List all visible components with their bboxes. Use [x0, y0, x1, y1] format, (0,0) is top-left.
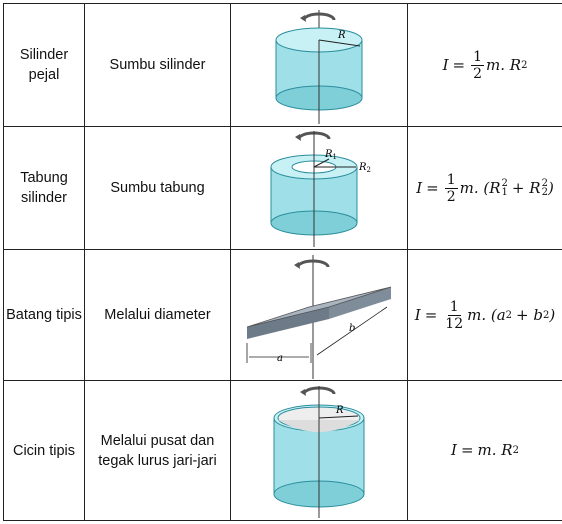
axis-description: Sumbu tabung [110, 180, 205, 196]
formula-eq: = [424, 306, 438, 324]
formula-term: + R [511, 179, 541, 197]
formula-eq: = [452, 56, 466, 74]
outer-radius-label: R2 [358, 162, 371, 174]
formula-eq: = [426, 179, 439, 197]
thin-slab-icon: a b [246, 255, 392, 379]
formula-lhs: I [414, 306, 421, 324]
fraction-denominator: 12 [445, 315, 464, 332]
radius-label: R [337, 30, 346, 41]
formula-term: m. (R [459, 179, 501, 197]
length-label: b [349, 323, 355, 334]
object-name-cell: Cicin tipis [3, 380, 85, 521]
table-row: Batang tipis Melalui diameter a b [3, 249, 562, 381]
axis-cell: Sumbu silinder [84, 3, 231, 127]
axis-description: Melalui pusat dan tegak lurus jari-jari [98, 432, 217, 469]
formula-term: m. R [486, 56, 522, 74]
object-name: Tabung silinder [20, 170, 68, 206]
thin-ring-icon: R [273, 385, 365, 518]
figure-cell: a b [230, 249, 408, 381]
fraction-denominator: 2 [446, 188, 456, 205]
formula-close: ) [549, 306, 556, 324]
object-name: Batang tipis [6, 307, 82, 323]
formula-eq: = [460, 441, 474, 459]
object-name-cell: Tabung silinder [3, 126, 85, 250]
inner-radius-label: R1 [324, 149, 337, 161]
radius-label: R [335, 405, 344, 416]
formula-exponent: 2 [543, 309, 550, 321]
formula-term: + b [516, 306, 543, 324]
figure-cell: R [230, 3, 408, 127]
object-name-cell: Batang tipis [3, 249, 85, 381]
formula-exponent: 2 [521, 59, 528, 71]
formula-exponent: 2 [512, 444, 519, 456]
solid-cylinder-icon: R [275, 10, 363, 124]
axis-cell: Melalui pusat dan tegak lurus jari-jari [84, 380, 231, 521]
formula-lhs: I [416, 179, 423, 197]
width-label: a [277, 353, 283, 364]
axis-description: Melalui diameter [104, 307, 211, 323]
axis-cell: Melalui diameter [84, 249, 231, 381]
formula-close: ) [547, 179, 554, 197]
formula-lhs: I [442, 56, 449, 74]
fraction-denominator: 2 [473, 65, 482, 82]
fraction-numerator: 1 [471, 48, 484, 66]
hollow-cylinder-icon: R1 R2 [270, 131, 371, 247]
table-row: Tabung silinder Sumbu tabung R1 R2 I = [3, 126, 562, 250]
formula-term: m. R [477, 441, 513, 459]
table-row: Cicin tipis Melalui pusat dan tegak luru… [3, 380, 562, 521]
object-name-cell: Silinder pejal [3, 3, 85, 127]
figure-cell: R [230, 380, 408, 521]
fraction-numerator: 1 [447, 298, 461, 316]
axis-description: Sumbu silinder [109, 57, 206, 73]
formula-term: m. (a [467, 306, 506, 324]
axis-cell: Sumbu tabung [84, 126, 231, 250]
object-name: Cicin tipis [12, 442, 76, 459]
fraction-numerator: 1 [444, 171, 458, 189]
formula-lhs: I [451, 441, 457, 459]
formula-exponent: 2 [505, 309, 513, 321]
figure-cell: R1 R2 [230, 126, 408, 250]
object-name: Silinder pejal [19, 47, 69, 83]
